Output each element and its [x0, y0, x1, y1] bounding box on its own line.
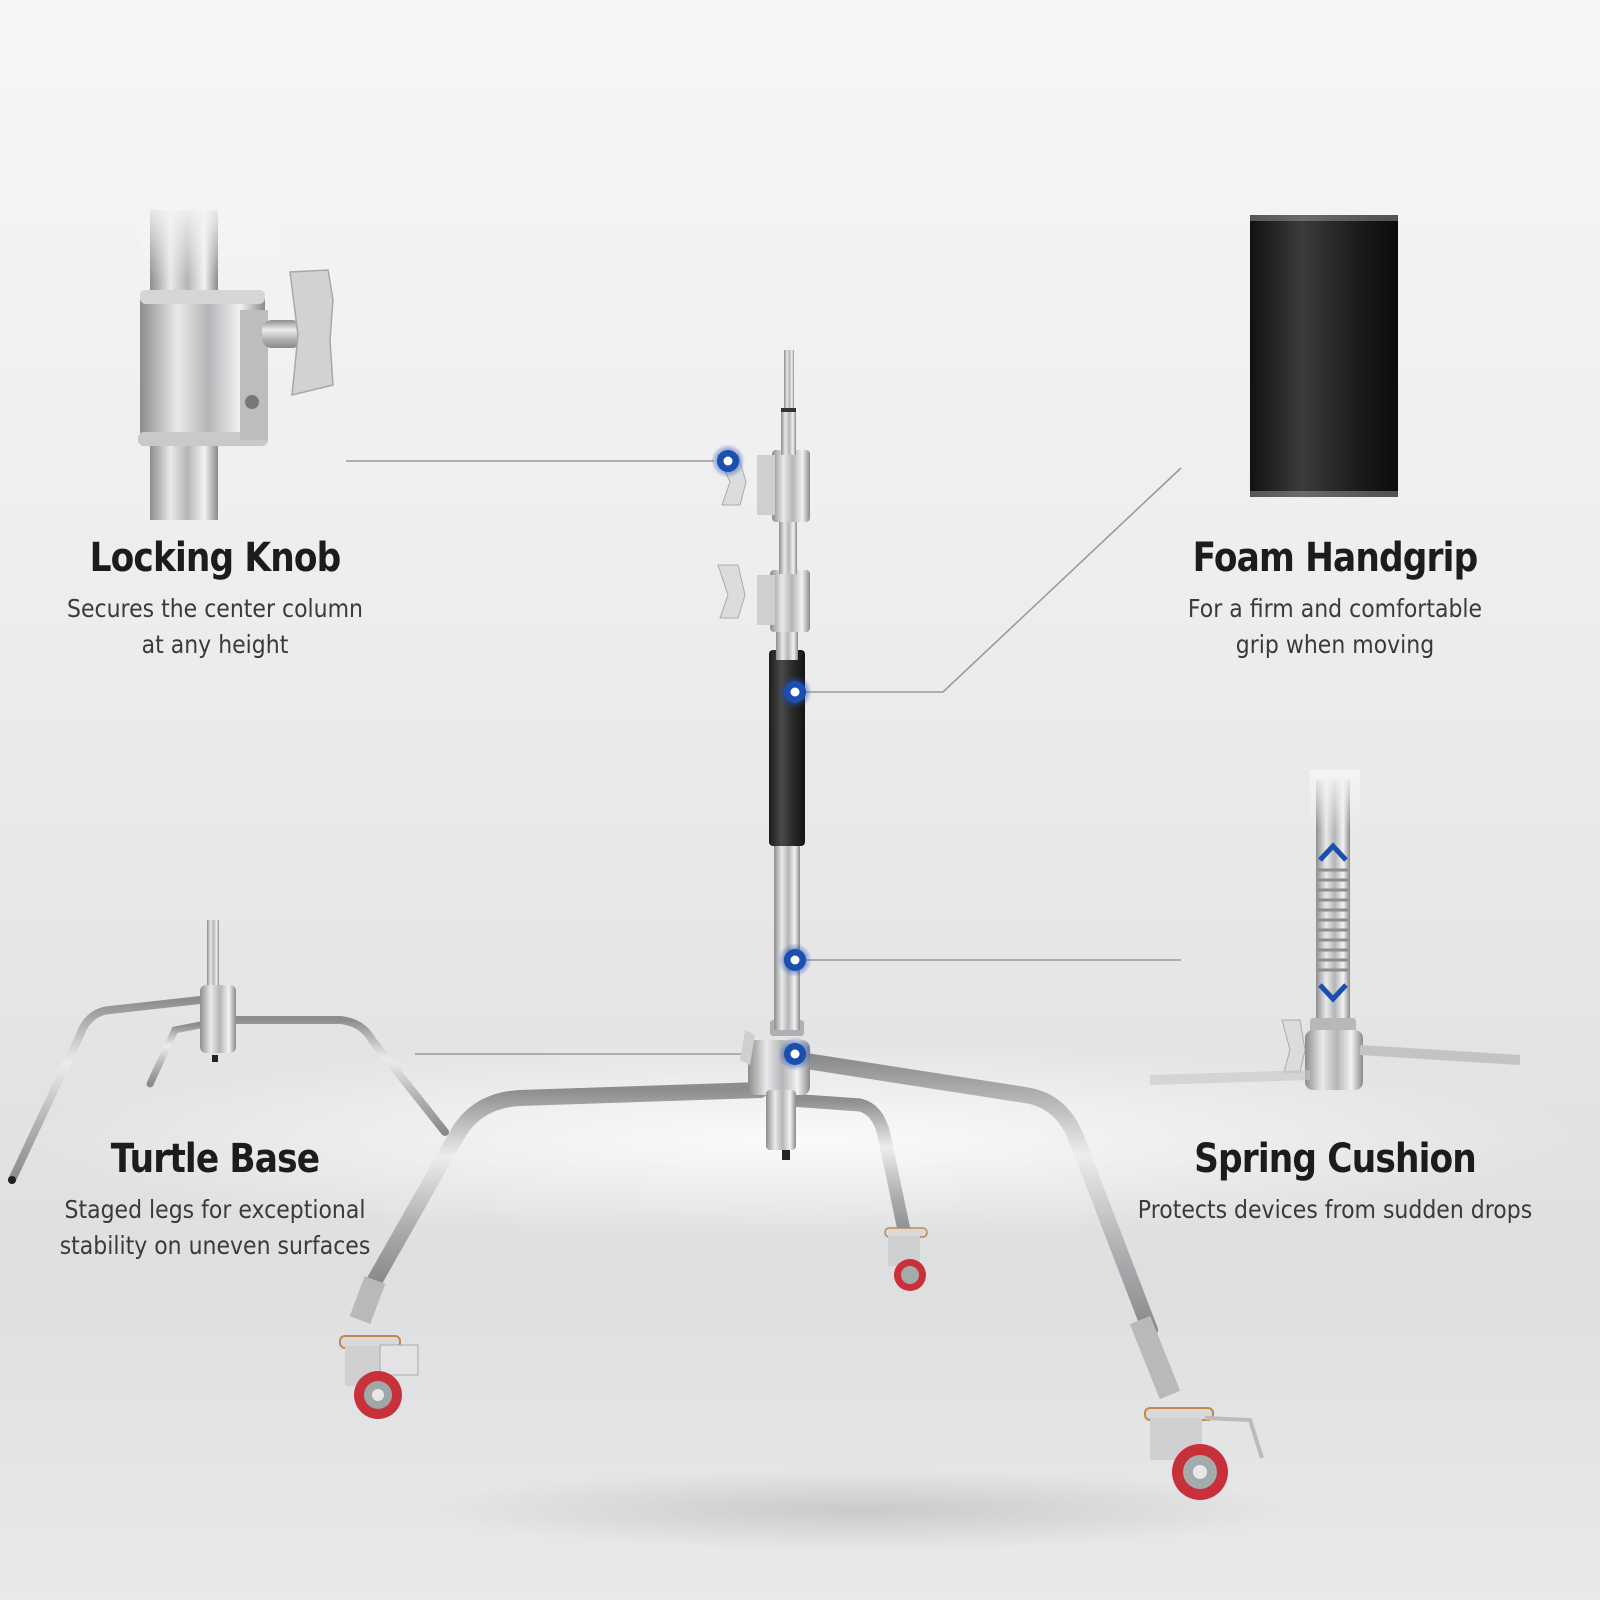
inset-turtle-base-image: [8, 920, 449, 1184]
feature-title: Foam Handgrip: [1192, 535, 1479, 581]
inset-foam-handgrip-image: [1250, 215, 1398, 497]
feature-desc-line1: Secures the center column: [67, 594, 363, 623]
floor-shadow: [420, 1470, 1300, 1550]
callout-turtle-base: Turtle Base Staged legs for exceptional …: [30, 1136, 400, 1264]
caster-wheel-left: [339, 1335, 419, 1419]
center-column: [717, 350, 810, 1160]
arrow-up-icon: [1318, 842, 1348, 862]
marker-spring-cushion-icon: [778, 943, 812, 977]
feature-title: Turtle Base: [110, 1136, 320, 1182]
callout-markers: [711, 444, 812, 1071]
arrow-down-icon: [1318, 983, 1348, 1003]
marker-foam-handgrip-icon: [778, 675, 812, 709]
feature-desc-line2: at any height: [141, 630, 289, 659]
feature-desc-line1: Staged legs for exceptional: [64, 1195, 366, 1224]
caster-wheel-back: [884, 1227, 928, 1291]
callout-locking-knob: Locking Knob Secures the center column a…: [30, 535, 400, 663]
callout-spring-cushion: Spring Cushion Protects devices from sud…: [1110, 1136, 1560, 1228]
feature-desc-line2: grip when moving: [1235, 630, 1435, 659]
callout-foam-handgrip: Foam Handgrip For a firm and comfortable…: [1130, 535, 1540, 663]
leader-lines: [346, 460, 1182, 1055]
marker-turtle-base-icon: [778, 1037, 812, 1071]
feature-title: Locking Knob: [89, 535, 342, 581]
leader-line-foam-handgrip: [795, 467, 1182, 693]
inset-spring-cushion-image: [1149, 770, 1521, 1090]
stand-legs: [349, 1052, 1181, 1400]
caster-wheel-right: [1144, 1407, 1264, 1500]
inset-locking-knob-image: [138, 200, 334, 520]
feature-desc-line2: stability on uneven surfaces: [59, 1231, 371, 1260]
feature-title: Spring Cushion: [1194, 1136, 1477, 1182]
feature-desc-line1: For a firm and comfortable: [1187, 594, 1483, 623]
marker-locking-knob-icon: [711, 444, 745, 478]
feature-desc-line1: Protects devices from sudden drops: [1137, 1195, 1533, 1224]
